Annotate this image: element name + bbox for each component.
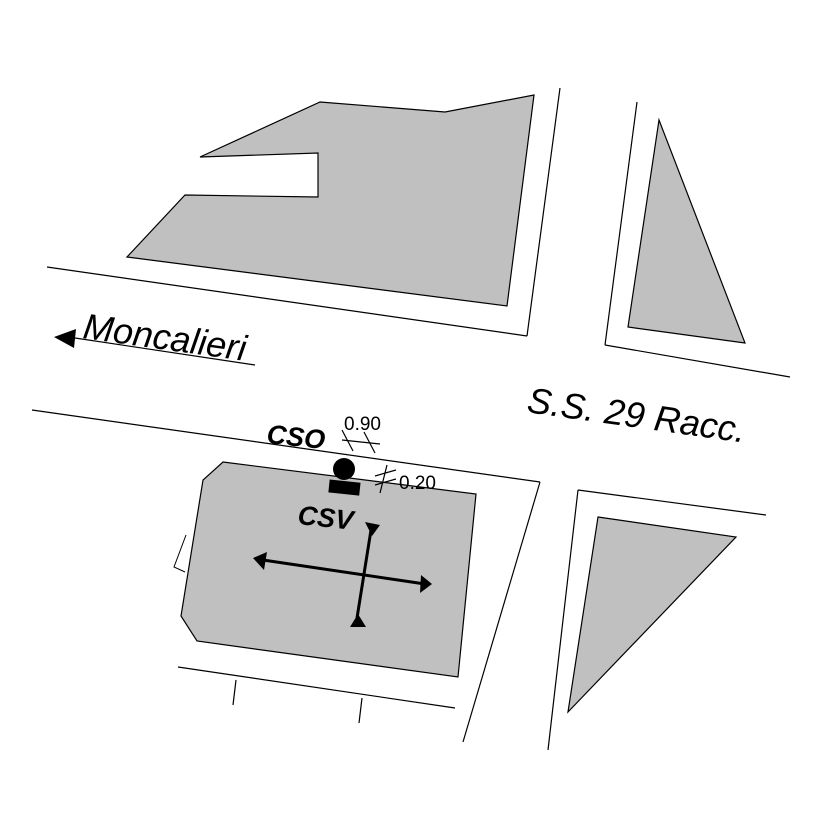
cross-symbol-icon [253,522,432,627]
cso-sensor-icon [333,458,355,480]
distance-marker-top [341,429,381,454]
distance-label-top: 0.90 [344,414,381,435]
distance-marker-right [374,464,397,494]
csv-label: CSV [296,500,356,536]
cso-label: CSO [265,419,326,455]
street-edges [31,87,791,751]
distance-label-right: 0.20 [399,473,436,494]
block-top-left [125,94,535,307]
block-top-right [627,117,746,344]
block-bottom-right [567,516,738,714]
street-label-moncalieri: Moncalieri [81,305,250,369]
moncalieri-arrow [54,329,256,366]
block-annex [173,534,187,573]
street-label-ss29: S.S. 29 Racc. [525,379,749,450]
csv-sensor-icon [328,479,361,496]
